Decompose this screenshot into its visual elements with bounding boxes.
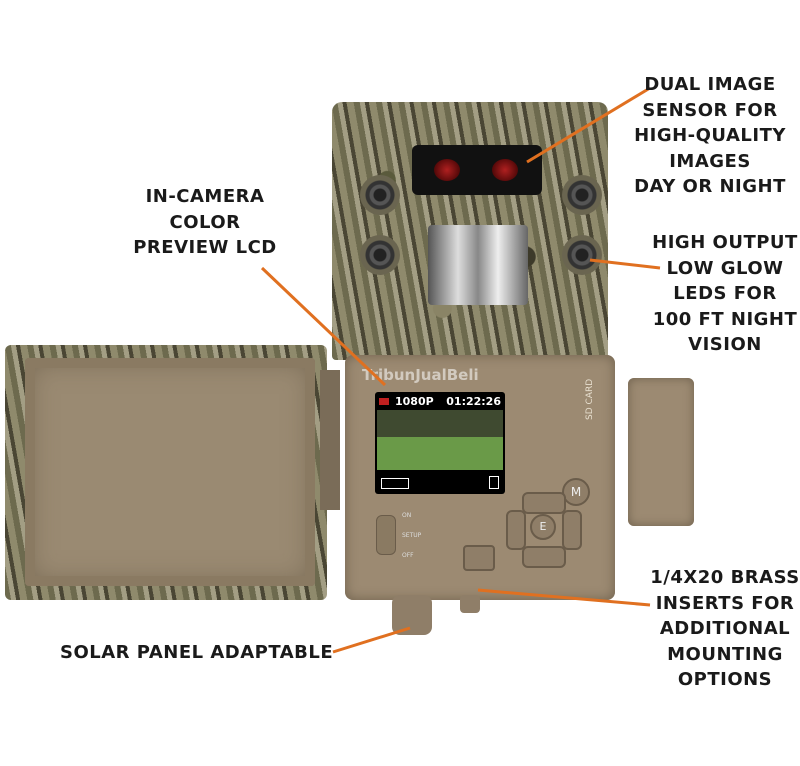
- callout-line: MOUNTING: [667, 643, 783, 665]
- mounting-insert: [460, 595, 480, 613]
- test-button[interactable]: [463, 545, 495, 571]
- callout-line: IMAGES: [669, 150, 751, 172]
- dpad-down-button[interactable]: [522, 546, 566, 568]
- switch-on-label: ON: [402, 512, 412, 519]
- preview-image: [377, 410, 503, 470]
- watermark: TribunJualBeli: [362, 366, 479, 384]
- resolution-readout: 1080P: [395, 395, 434, 408]
- callout-line: ADDITIONAL: [659, 618, 791, 639]
- callout-line: LEDS FOR: [673, 283, 777, 304]
- sensor-lens-icon: [492, 159, 518, 181]
- callout-line: HIGH-QUALITY: [634, 125, 786, 146]
- preview-lcd: 1080P 01:22:26: [375, 392, 505, 494]
- callout-line: PREVIEW LCD: [133, 237, 277, 258]
- callout-line: INSERTS FOR: [655, 592, 795, 614]
- callout-brass: 1/4X20 BRASS INSERTS FOR ADDITIONAL MOUN…: [650, 565, 800, 693]
- battery-icon: [381, 478, 409, 489]
- callout-solar: SOLAR PANEL ADAPTABLE: [60, 642, 334, 663]
- time-readout: 01:22:26: [446, 395, 501, 408]
- switch-setup-label: SETUP: [402, 532, 422, 539]
- line-brass: [477, 588, 651, 607]
- line-leds: [589, 258, 661, 270]
- callout-line: 100 FT NIGHT: [652, 308, 798, 330]
- sd-icon: [489, 476, 499, 489]
- callout-line: IN-CAMERA: [145, 186, 265, 207]
- enter-button-label: E: [539, 520, 547, 533]
- callout-line: HIGH OUTPUT: [652, 232, 798, 253]
- menu-button-label: M: [570, 485, 582, 499]
- callout-lcd: IN-CAMERA COLOR PREVIEW LCD: [130, 184, 280, 261]
- callout-dual-sensor: DUAL IMAGE SENSOR FOR HIGH-QUALITY IMAGE…: [630, 72, 790, 200]
- callout-line: OPTIONS: [677, 669, 773, 690]
- power-switch[interactable]: [376, 515, 396, 555]
- latch-clip: [628, 378, 694, 526]
- switch-off-label: OFF: [402, 552, 414, 559]
- led-icon: [562, 235, 602, 275]
- line-dual-sensor: [526, 86, 651, 164]
- dpad-right-button[interactable]: [562, 510, 582, 550]
- callout-leds: HIGH OUTPUT LOW GLOW LEDS FOR 100 FT NIG…: [650, 230, 800, 358]
- door-interior: [25, 358, 315, 586]
- enter-button[interactable]: E: [530, 514, 556, 540]
- callout-line: LOW GLOW: [666, 257, 784, 279]
- dpad-left-button[interactable]: [506, 510, 526, 550]
- line-lcd: [260, 266, 387, 387]
- callout-line: DUAL IMAGE: [644, 74, 776, 95]
- sensor-lens-icon: [434, 159, 460, 181]
- pir-sensor-window: [428, 225, 528, 305]
- callout-line: DAY OR NIGHT: [634, 176, 786, 197]
- dpad-up-button[interactable]: [522, 492, 566, 514]
- led-icon: [360, 175, 400, 215]
- line-solar: [332, 626, 411, 654]
- callout-line: SENSOR FOR: [642, 99, 778, 121]
- solar-port: [392, 595, 432, 635]
- callout-line: VISION: [688, 334, 762, 355]
- led-icon: [360, 235, 400, 275]
- led-icon: [562, 175, 602, 215]
- callout-line: 1/4X20 BRASS: [650, 567, 800, 588]
- callout-line: COLOR: [169, 211, 241, 233]
- image-sensor-panel: [412, 145, 542, 195]
- record-icon: [379, 398, 389, 405]
